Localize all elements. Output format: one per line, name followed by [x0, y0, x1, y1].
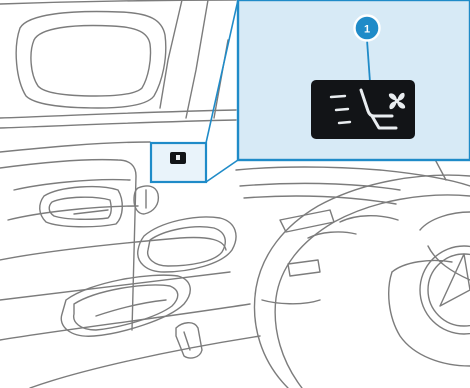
steering-wheel [254, 142, 470, 388]
detail-inset: 1 [238, 0, 470, 160]
switch-highlight [151, 0, 238, 182]
door-panel [0, 142, 260, 388]
callout-number: 1 [364, 24, 370, 36]
side-mirror [16, 12, 166, 108]
seat-ventilation-switch [311, 80, 415, 139]
